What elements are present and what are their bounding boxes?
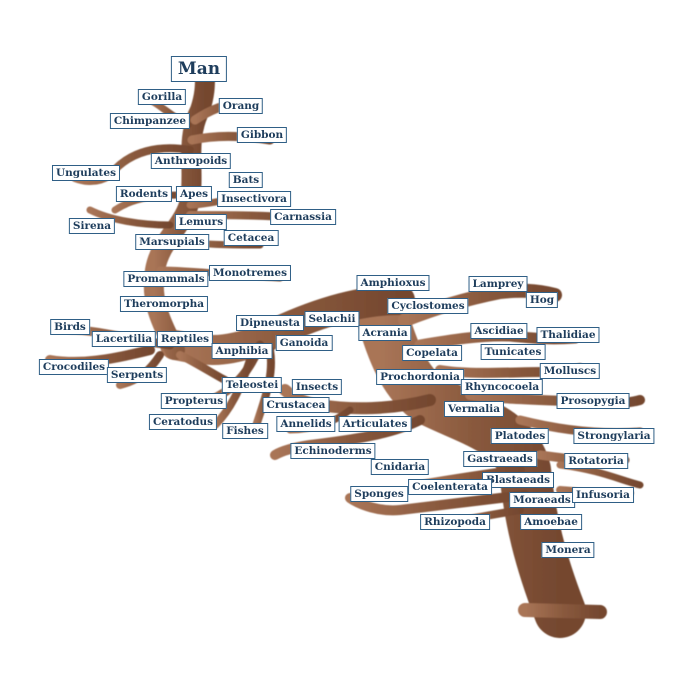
label-prochordonia: Prochordonia: [376, 369, 464, 385]
label-amoebae: Amoebae: [520, 514, 582, 530]
label-rhyncocoela: Rhyncocoela: [460, 379, 544, 395]
label-amphioxus: Amphioxus: [356, 275, 430, 291]
label-ganoida: Ganoida: [275, 335, 333, 351]
label-dipneusta: Dipneusta: [236, 315, 304, 331]
label-prosopygia: Prosopygia: [556, 393, 630, 409]
label-rodents: Rodents: [115, 186, 173, 202]
label-marsupials: Marsupials: [135, 234, 209, 250]
label-platodes: Platodes: [490, 428, 550, 444]
label-anphibia: Anphibia: [211, 343, 273, 359]
label-blastaeads: Blastaeads: [482, 472, 554, 488]
label-cnidaria: Cnidaria: [370, 459, 430, 475]
label-lemurs: Lemurs: [174, 214, 228, 230]
label-bats: Bats: [228, 172, 264, 188]
label-articulates: Articulates: [338, 416, 412, 432]
label-vermalia: Vermalia: [443, 401, 505, 417]
label-birds: Birds: [50, 319, 90, 335]
label-crocodiles: Crocodiles: [38, 359, 110, 375]
label-teleostei: Teleostei: [221, 377, 283, 393]
label-anthropoids: Anthropoids: [150, 153, 232, 169]
label-fishes: Fishes: [222, 423, 268, 439]
label-infusoria: Infusoria: [572, 487, 634, 503]
label-sponges: Sponges: [350, 486, 408, 502]
label-echinoderms: Echinoderms: [290, 443, 376, 459]
label-lamprey: Lamprey: [468, 276, 528, 292]
label-theromorpha: Theromorpha: [119, 296, 209, 312]
label-ungulates: Ungulates: [51, 165, 121, 181]
label-man: Man: [170, 56, 228, 82]
label-monotremes: Monotremes: [208, 265, 292, 281]
label-apes: Apes: [175, 186, 213, 202]
label-lacertilia: Lacertilia: [91, 331, 157, 347]
label-annelids: Annelids: [276, 416, 336, 432]
label-gorilla: Gorilla: [137, 89, 187, 105]
label-coelenterata: Coelenterata: [408, 479, 492, 495]
label-ascidiae: Ascidiae: [470, 323, 528, 339]
label-copelata: Copelata: [402, 345, 462, 361]
label-rotatoria: Rotatoria: [564, 453, 628, 469]
label-hog: Hog: [525, 292, 559, 308]
label-rhizopoda: Rhizopoda: [420, 514, 490, 530]
label-gibbon: Gibbon: [236, 127, 288, 143]
main-limb: [160, 285, 415, 365]
label-monera: Monera: [541, 542, 595, 558]
label-serpents: Serpents: [106, 367, 168, 383]
label-gastraeads: Gastraeads: [463, 451, 537, 467]
label-reptiles: Reptiles: [156, 331, 214, 347]
label-carnassia: Carnassia: [270, 209, 336, 225]
label-promammals: Promammals: [123, 271, 209, 287]
label-crustacea: Crustacea: [262, 397, 330, 413]
label-tunicates: Tunicates: [480, 344, 546, 360]
label-cyclostomes: Cyclostomes: [387, 298, 469, 314]
label-propterus: Propterus: [160, 393, 228, 409]
label-chimpanzee: Chimpanzee: [109, 113, 191, 129]
label-molluscs: Molluscs: [539, 363, 601, 379]
label-cetacea: Cetacea: [223, 230, 279, 246]
label-moraeads: Moraeads: [509, 492, 575, 508]
label-insects: Insects: [291, 379, 343, 395]
label-selachii: Selachii: [304, 311, 360, 327]
label-orang: Orang: [218, 98, 264, 114]
label-acrania: Acrania: [358, 325, 412, 341]
label-ceratodus: Ceratodus: [148, 414, 218, 430]
label-thalidiae: Thalidiae: [536, 327, 600, 343]
label-insectivora: Insectivora: [217, 191, 291, 207]
label-sirena: Sirena: [68, 218, 116, 234]
label-strongylaria: Strongylaria: [573, 428, 655, 444]
